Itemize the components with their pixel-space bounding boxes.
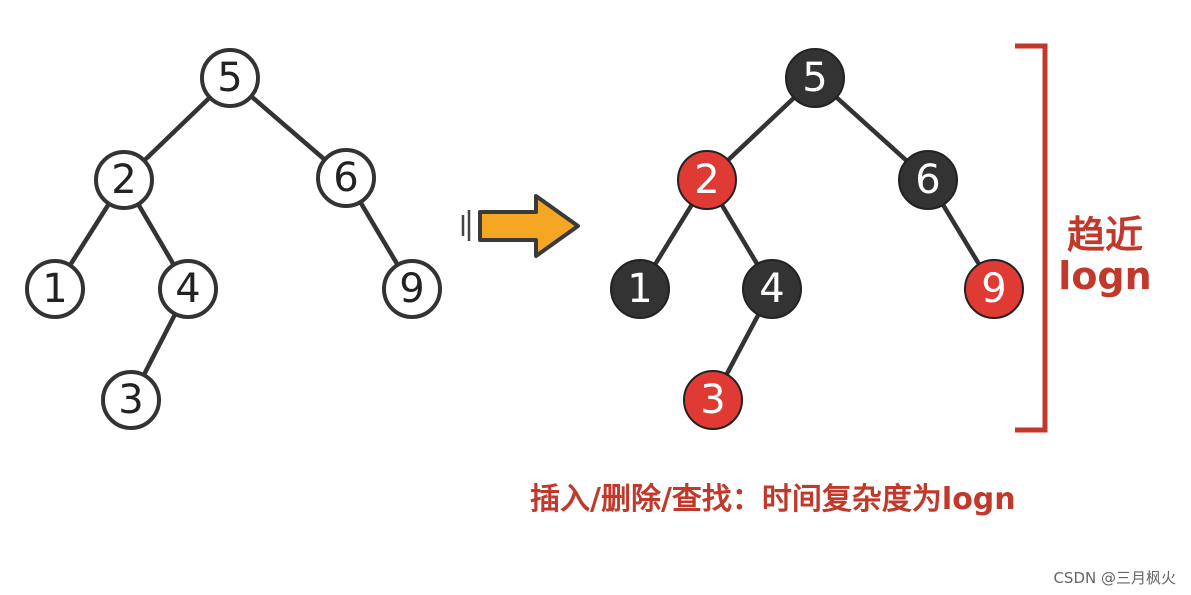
right-node-5-label: 5 [802, 55, 827, 101]
left-node-9-label: 9 [399, 266, 424, 312]
left-node-1-label: 1 [42, 266, 67, 312]
left-node-3: 3 [101, 370, 161, 430]
height-bracket [1015, 43, 1048, 433]
left-node-5-label: 5 [217, 55, 242, 101]
left-node-2-label: 2 [111, 157, 136, 203]
left-node-4-label: 4 [175, 266, 200, 312]
left-node-6: 6 [316, 148, 376, 208]
right-node-2-label: 2 [694, 157, 719, 203]
left-node-6-label: 6 [333, 155, 358, 201]
left-tree-edges [52, 75, 415, 403]
side-label-line1: 趋近 [1067, 213, 1143, 257]
left-node-2: 2 [94, 150, 154, 210]
left-node-3-label: 3 [118, 377, 143, 423]
right-node-5: 5 [785, 48, 845, 108]
right-node-4: 4 [742, 259, 802, 319]
right-node-4-label: 4 [759, 266, 784, 312]
right-node-9-label: 9 [981, 266, 1006, 312]
left-node-5: 5 [200, 48, 260, 108]
transform-arrow-icon [461, 194, 580, 258]
right-tree-nodes: 5 2 6 1 4 9 3 [610, 48, 1024, 430]
complexity-caption: 插入/删除/查找：时间复杂度为logn [530, 482, 1016, 517]
watermark: CSDN @三月枫火 [1053, 569, 1176, 587]
right-node-9: 9 [964, 259, 1024, 319]
left-node-9: 9 [382, 259, 442, 319]
right-node-1: 1 [610, 259, 670, 319]
right-tree-edges [637, 75, 997, 403]
right-node-3-label: 3 [700, 377, 725, 423]
right-node-3: 3 [683, 370, 743, 430]
right-node-2: 2 [677, 150, 737, 210]
left-tree-nodes: 5 2 6 1 4 9 3 [25, 48, 442, 430]
left-node-1: 1 [25, 259, 85, 319]
right-node-1-label: 1 [627, 266, 652, 312]
left-node-4: 4 [158, 259, 218, 319]
right-node-6: 6 [898, 150, 958, 210]
side-label-line2: logn [1058, 254, 1151, 298]
right-node-6-label: 6 [915, 157, 940, 203]
